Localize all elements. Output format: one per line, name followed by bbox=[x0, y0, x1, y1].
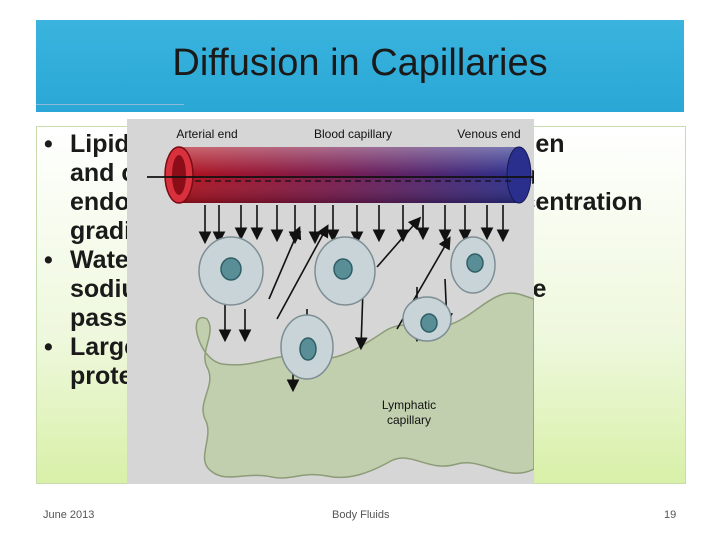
footer-date: June 2013 bbox=[43, 509, 95, 521]
label-lymphatic: Lymphatic bbox=[382, 398, 436, 412]
label-blood-capillary: Blood capillary bbox=[314, 127, 392, 141]
page-number: 19 bbox=[664, 509, 677, 521]
title-underline bbox=[36, 104, 184, 105]
label-venous-end: Venous end bbox=[457, 127, 520, 141]
title-bar bbox=[36, 20, 684, 112]
venous-end-cap bbox=[506, 146, 532, 204]
lymphatic-capillary-shape bbox=[195, 292, 535, 479]
label-lymphatic-capillary: capillary bbox=[387, 413, 431, 427]
slide-title: Diffusion in Capillaries bbox=[172, 42, 548, 84]
bullet-marker: • bbox=[44, 130, 53, 158]
bullet-marker: • bbox=[44, 333, 53, 361]
capillary-diagram: Arterial end Blood capillary Venous end … bbox=[147, 127, 547, 479]
footer-title: Body Fluids bbox=[332, 509, 390, 521]
label-arterial-end: Arterial end bbox=[176, 127, 237, 141]
bullet-marker: • bbox=[44, 246, 53, 274]
tissue-cells bbox=[198, 236, 496, 380]
capillary-diffusion-figure: Arterial end Blood capillary Venous end … bbox=[127, 119, 547, 484]
